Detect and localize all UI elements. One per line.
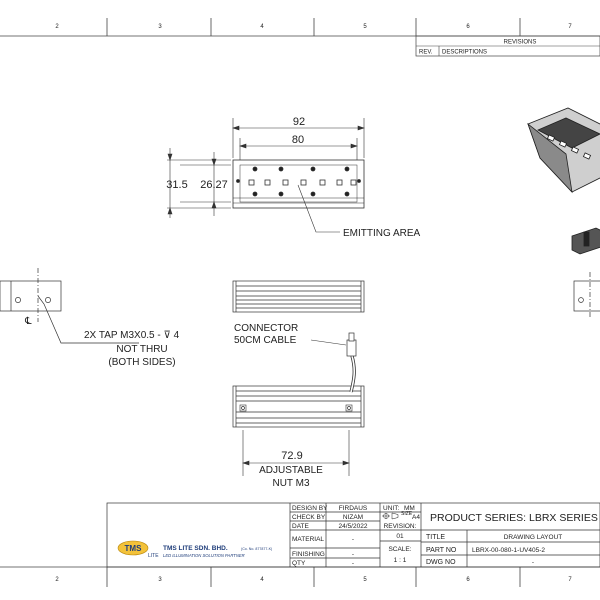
zone-label: 6 xyxy=(466,24,470,30)
company-reg: (Co. No. 877877-K) xyxy=(241,547,272,551)
unit-value: MM xyxy=(404,505,415,512)
zone-label: 4 xyxy=(260,24,264,30)
check-by-value: NIZAM xyxy=(343,514,363,521)
finishing-label: FINISHING xyxy=(292,551,325,558)
top-view-dimensions xyxy=(167,118,365,233)
dwg-no-value: - xyxy=(532,559,534,566)
company-name: TMS LITE SDN. BHD. xyxy=(163,545,228,552)
revisions-table: REVISIONS REV. DESCRIPTIONS xyxy=(415,35,600,57)
bottom-view xyxy=(232,332,365,428)
revisions-title: REVISIONS xyxy=(504,40,537,46)
title-label: TITLE xyxy=(426,534,445,541)
bottom-view-dimensions xyxy=(242,430,350,476)
part-no-label: PART NO xyxy=(426,547,457,554)
company-tagline: LED ILLUMINATION SOLUTION PARTNER xyxy=(163,553,245,558)
zone-label: 7 xyxy=(568,24,572,30)
design-by-value: FIRDAUS xyxy=(339,505,368,512)
side-view xyxy=(232,280,365,313)
bottom-zone-labels: 2 3 4 5 6 7 xyxy=(55,577,572,583)
revisions-desc-col: DESCRIPTIONS xyxy=(442,50,487,56)
tap-label-line1: 2X TAP M3X0.5 - ⊽ 4 xyxy=(84,330,180,341)
product-series: PRODUCT SERIES: LBRX SERIES xyxy=(430,512,598,524)
material-value: - xyxy=(352,536,354,543)
zone-label: 5 xyxy=(363,577,367,583)
qty-value: - xyxy=(352,560,354,567)
tap-label-line2: NOT THRU xyxy=(116,344,167,355)
zone-label: 6 xyxy=(466,577,470,583)
revisions-rev-col: REV. xyxy=(419,50,433,56)
centerline-symbol: ℄ xyxy=(24,316,32,327)
material-label: MATERIAL xyxy=(292,536,324,543)
connector-label-line1: CONNECTOR xyxy=(234,323,298,334)
adjustable-label-line1: ADJUSTABLE xyxy=(259,465,323,476)
dim-adjustable-length: 72.9 xyxy=(281,450,302,462)
unit-label: UNIT: xyxy=(383,505,399,512)
logo-sub: LITE xyxy=(148,553,159,559)
dim-height-inner: 26.27 xyxy=(200,179,228,191)
finishing-value: - xyxy=(352,551,354,558)
connector-label-line2: 50CM CABLE xyxy=(234,335,297,346)
logo-text: TMS xyxy=(125,544,143,553)
check-by-label: CHECK BY xyxy=(292,514,326,521)
adjustable-label-line2: NUT M3 xyxy=(272,478,309,489)
tap-label-line3: (BOTH SIDES) xyxy=(108,357,175,368)
dim-inner-length: 80 xyxy=(292,134,304,146)
qty-label: QTY xyxy=(292,560,306,567)
dwg-no-label: DWG NO xyxy=(426,559,456,566)
company-logo: TMS LITE xyxy=(117,540,159,559)
zone-label: 7 xyxy=(568,577,572,583)
zone-label: 4 xyxy=(260,577,264,583)
zone-label: 2 xyxy=(55,577,59,583)
left-end-view xyxy=(0,268,139,344)
size-label: SIZE xyxy=(401,511,413,517)
date-label: DATE xyxy=(292,523,310,530)
scale-label: SCALE: xyxy=(388,546,411,553)
projection-symbol-icon xyxy=(382,512,399,520)
dim-overall-length: 92 xyxy=(293,116,305,128)
zone-label: 3 xyxy=(158,577,162,583)
zone-label: 3 xyxy=(158,24,162,30)
title-block-grid xyxy=(106,502,600,568)
revision-value: 01 xyxy=(396,533,404,540)
design-by-label: DESIGN BY xyxy=(292,505,328,512)
size-value: A4 xyxy=(412,514,420,521)
emitting-area-label: EMITTING AREA xyxy=(343,228,421,239)
top-zone-labels: 2 3 4 5 6 7 xyxy=(55,24,572,30)
dim-height-outer: 31.5 xyxy=(166,179,187,191)
part-no-value: LBRX-00-080-1-UV405-2 xyxy=(472,547,545,554)
zone-label: 2 xyxy=(55,24,59,30)
sheet-border xyxy=(0,18,600,587)
scale-value: 1 : 1 xyxy=(394,557,407,564)
zone-label: 5 xyxy=(363,24,367,30)
revision-label: REVISION: xyxy=(384,523,417,530)
isometric-view xyxy=(527,107,600,255)
title-value: DRAWING LAYOUT xyxy=(504,534,563,541)
right-end-view xyxy=(573,272,600,318)
date-value: 24/5/2022 xyxy=(339,523,368,530)
top-view xyxy=(232,159,365,209)
